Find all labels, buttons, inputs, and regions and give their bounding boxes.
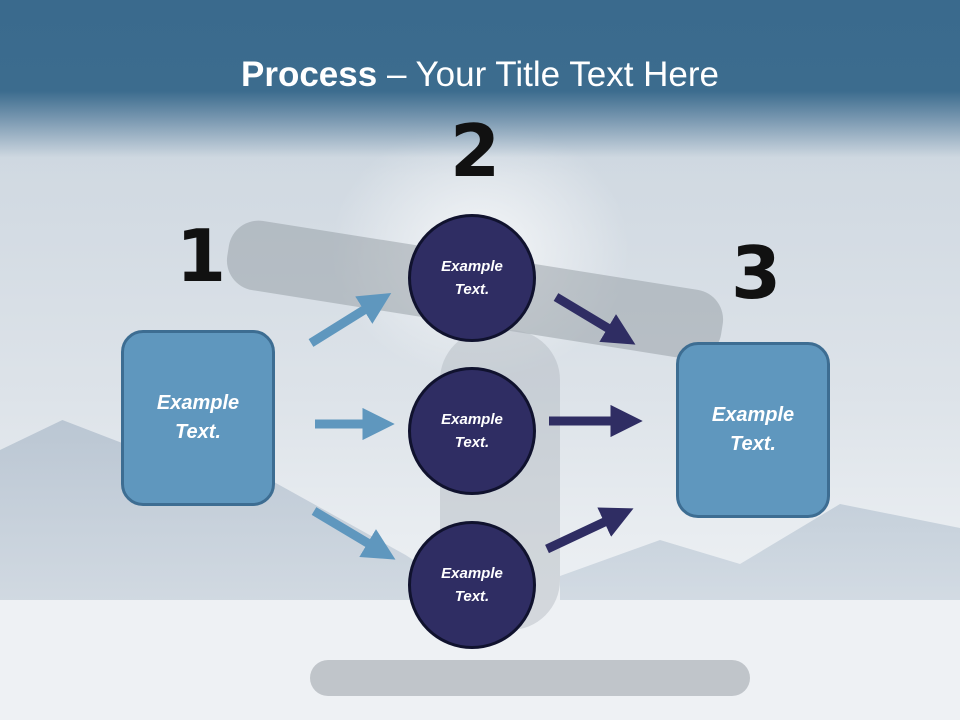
left-box[interactable]: Example Text. bbox=[121, 330, 275, 506]
right-box-text: Example Text. bbox=[711, 404, 795, 455]
step-number-1[interactable]: 1 bbox=[176, 214, 227, 298]
circle-top[interactable]: Example Text. bbox=[408, 214, 536, 342]
step-number-3[interactable]: 3 bbox=[731, 231, 782, 315]
circle-bottom[interactable]: Example Text. bbox=[408, 521, 536, 649]
title-banner bbox=[0, 0, 960, 175]
left-box-text: Example Text. bbox=[156, 392, 240, 443]
circle-top-text: Example Text. bbox=[441, 258, 503, 298]
title-bold: Process bbox=[241, 55, 378, 94]
circle-middle[interactable]: Example Text. bbox=[408, 367, 536, 495]
snowboard bbox=[310, 660, 750, 696]
slide-title[interactable]: Process – Your Title Text Here bbox=[0, 55, 960, 95]
step-number-2[interactable]: 2 bbox=[450, 109, 501, 193]
circle-middle-text: Example Text. bbox=[441, 411, 503, 451]
circle-bottom-text: Example Text. bbox=[441, 565, 503, 605]
title-rest: – Your Title Text Here bbox=[377, 55, 719, 94]
right-box[interactable]: Example Text. bbox=[676, 342, 830, 518]
